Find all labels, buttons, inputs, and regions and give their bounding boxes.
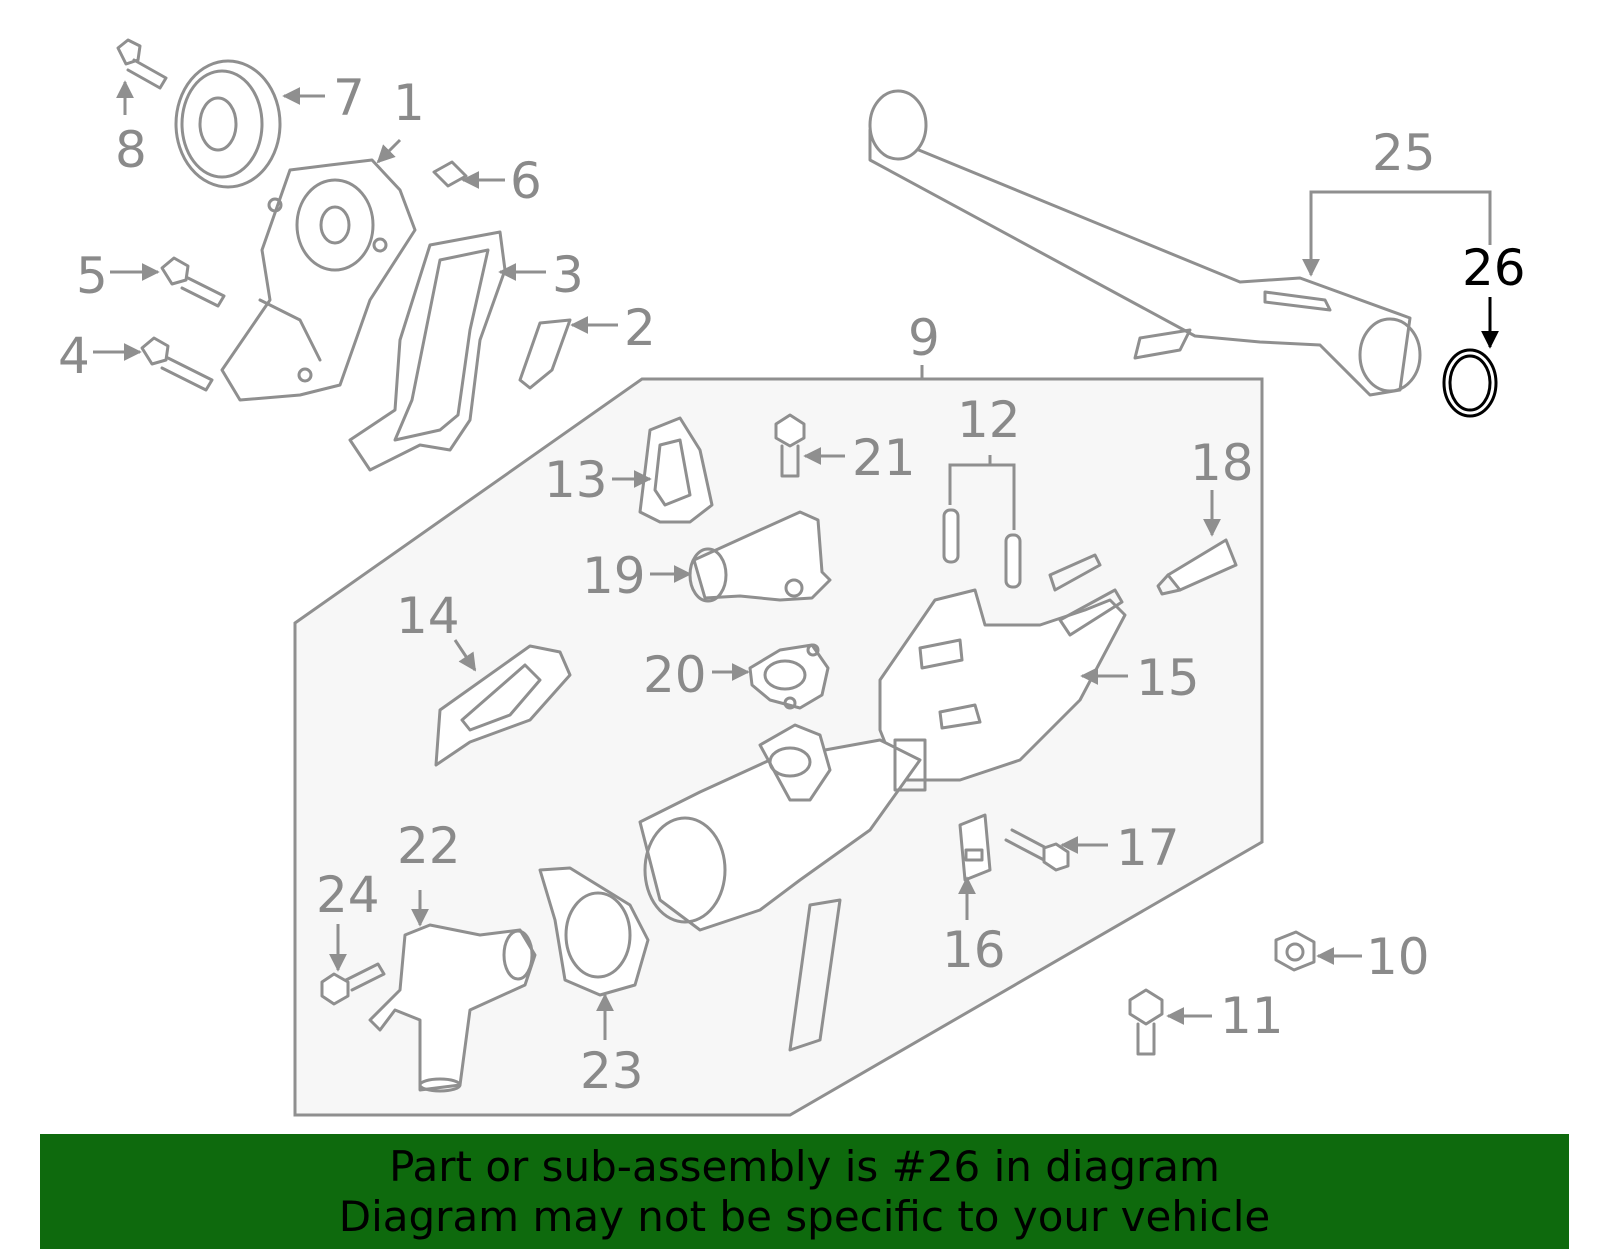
label-8[interactable]: 8 [115, 121, 147, 179]
label-15[interactable]: 15 [1136, 649, 1200, 707]
gasket-part-2 [518, 318, 572, 390]
leader-lines [93, 80, 1499, 1040]
label-22[interactable]: 22 [397, 817, 461, 875]
gasket-part-23 [538, 866, 650, 997]
gasket-part-13 [638, 416, 714, 524]
bolt-part-8 [116, 38, 168, 90]
sensor-part-18 [1156, 538, 1238, 596]
pin-part-12b [1004, 533, 1022, 589]
label-2[interactable]: 2 [624, 299, 656, 357]
gasket-part-20 [748, 643, 830, 710]
bolt-part-21 [774, 413, 806, 478]
nut-part-10 [1274, 930, 1316, 972]
label-12[interactable]: 12 [957, 391, 1021, 449]
bolt-part-11 [1128, 988, 1164, 1056]
bolt-part-5 [160, 256, 226, 308]
label-4[interactable]: 4 [58, 327, 90, 385]
pipe-part-25 [868, 89, 1422, 397]
label-20[interactable]: 20 [643, 646, 707, 704]
label-16[interactable]: 16 [942, 921, 1006, 979]
banner-disclaimer-line: Diagram may not be specific to your vehi… [338, 1191, 1271, 1241]
label-11[interactable]: 11 [1220, 987, 1284, 1045]
thermostat-housing-part-22 [368, 923, 537, 1093]
label-23[interactable]: 23 [580, 1042, 644, 1100]
pin-part-12a [942, 508, 960, 564]
bolt-part-4 [140, 336, 214, 392]
label-3[interactable]: 3 [552, 246, 584, 304]
water-pump-part-1 [220, 158, 417, 402]
label-24[interactable]: 24 [316, 866, 380, 924]
bolt-part-24 [320, 962, 386, 1006]
label-5[interactable]: 5 [76, 247, 108, 305]
o-ring-part-26 [1442, 348, 1498, 418]
label-26[interactable]: 26 [1462, 239, 1526, 297]
pulley-part-7 [174, 59, 282, 189]
label-21[interactable]: 21 [852, 429, 916, 487]
label-10[interactable]: 10 [1366, 928, 1430, 986]
label-9[interactable]: 9 [908, 309, 940, 367]
label-17[interactable]: 17 [1116, 819, 1180, 877]
label-25[interactable]: 25 [1372, 124, 1436, 182]
notice-banner: Part or sub-assembly is #26 in diagram D… [40, 1134, 1569, 1249]
label-13[interactable]: 13 [544, 451, 608, 509]
housing-part-15 [878, 553, 1127, 782]
label-6[interactable]: 6 [510, 152, 542, 210]
bracket-part-16 [958, 813, 992, 882]
dowel-part-6 [432, 160, 468, 188]
label-14[interactable]: 14 [396, 587, 460, 645]
part-labels: 8 7 1 6 5 4 3 2 9 25 26 13 21 12 18 19 1… [58, 69, 1526, 1100]
label-19[interactable]: 19 [582, 547, 646, 605]
main-pipe-part-9 [638, 723, 927, 1052]
label-7[interactable]: 7 [333, 69, 365, 127]
label-1[interactable]: 1 [393, 74, 425, 132]
banner-part-line: Part or sub-assembly is #26 in diagram [389, 1141, 1220, 1191]
label-18[interactable]: 18 [1190, 434, 1254, 492]
gasket-part-14 [434, 644, 572, 767]
